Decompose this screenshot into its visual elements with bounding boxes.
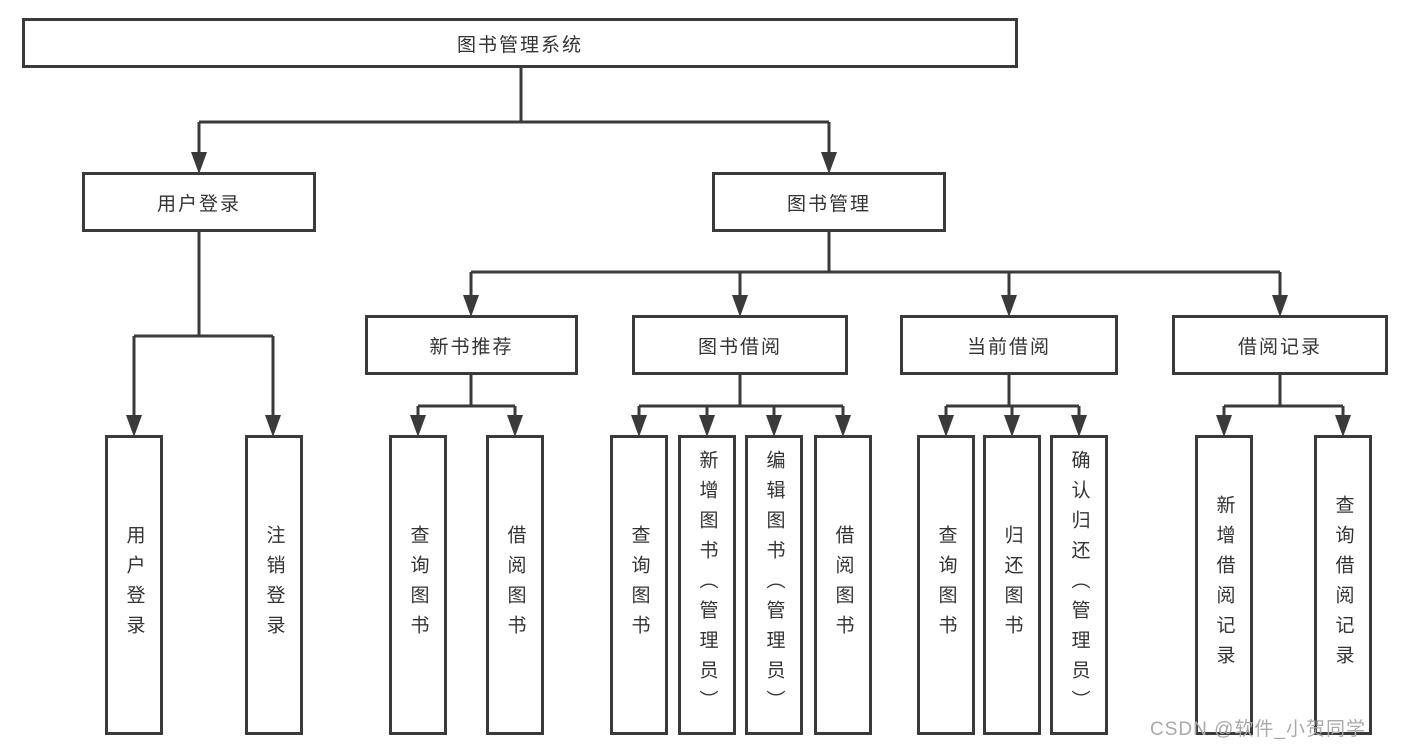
node-current-borrowing: 当前借阅 xyxy=(900,315,1118,375)
leaf-user-login-label: 用户登录 xyxy=(123,525,145,645)
leaf-edit-books-admin-label: 编辑图书（管理员） xyxy=(763,450,785,720)
leaf-borrow-books-recommend-label: 借阅图书 xyxy=(504,525,526,645)
csdn-watermark: CSDN @软件_小贺同学 xyxy=(1150,719,1366,740)
leaf-add-borrow-record-label: 新增借阅记录 xyxy=(1213,495,1235,675)
leaf-confirm-return-admin-label: 确认归还（管理员） xyxy=(1068,450,1090,720)
leaf-query-borrow-record: 查询借阅记录 xyxy=(1314,435,1372,735)
leaf-query-books-recommend-label: 查询图书 xyxy=(407,525,429,645)
leaf-confirm-return-admin: 确认归还（管理员） xyxy=(1050,435,1108,735)
leaf-borrow-books-recommend: 借阅图书 xyxy=(486,435,544,735)
leaf-query-books-current-label: 查询图书 xyxy=(935,525,957,645)
leaf-query-books-recommend: 查询图书 xyxy=(389,435,447,735)
node-book-borrowing: 图书借阅 xyxy=(632,315,848,375)
node-book-management: 图书管理 xyxy=(712,172,946,232)
node-borrowing-records: 借阅记录 xyxy=(1172,315,1388,375)
leaf-add-books-admin: 新增图书（管理员） xyxy=(678,435,736,735)
leaf-edit-books-admin: 编辑图书（管理员） xyxy=(745,435,803,735)
leaf-user-login: 用户登录 xyxy=(105,435,163,735)
node-library-system: 图书管理系统 xyxy=(22,18,1018,68)
arrowheads xyxy=(126,152,1351,437)
leaf-query-books-borrowing-label: 查询图书 xyxy=(628,525,650,645)
leaf-add-borrow-record: 新增借阅记录 xyxy=(1195,435,1253,735)
leaf-query-books-current: 查询图书 xyxy=(917,435,975,735)
leaf-return-books: 归还图书 xyxy=(983,435,1041,735)
leaf-borrow-books-borrowing: 借阅图书 xyxy=(814,435,872,735)
node-new-book-recommendation: 新书推荐 xyxy=(365,315,578,375)
leaf-logout-label: 注销登录 xyxy=(263,525,285,645)
leaf-query-borrow-record-label: 查询借阅记录 xyxy=(1332,495,1354,675)
leaf-return-books-label: 归还图书 xyxy=(1001,525,1023,645)
node-user-login: 用户登录 xyxy=(82,172,316,232)
leaf-add-books-admin-label: 新增图书（管理员） xyxy=(696,450,718,720)
leaf-logout: 注销登录 xyxy=(245,435,303,735)
leaf-query-books-borrowing: 查询图书 xyxy=(610,435,668,735)
leaf-borrow-books-borrowing-label: 借阅图书 xyxy=(832,525,854,645)
